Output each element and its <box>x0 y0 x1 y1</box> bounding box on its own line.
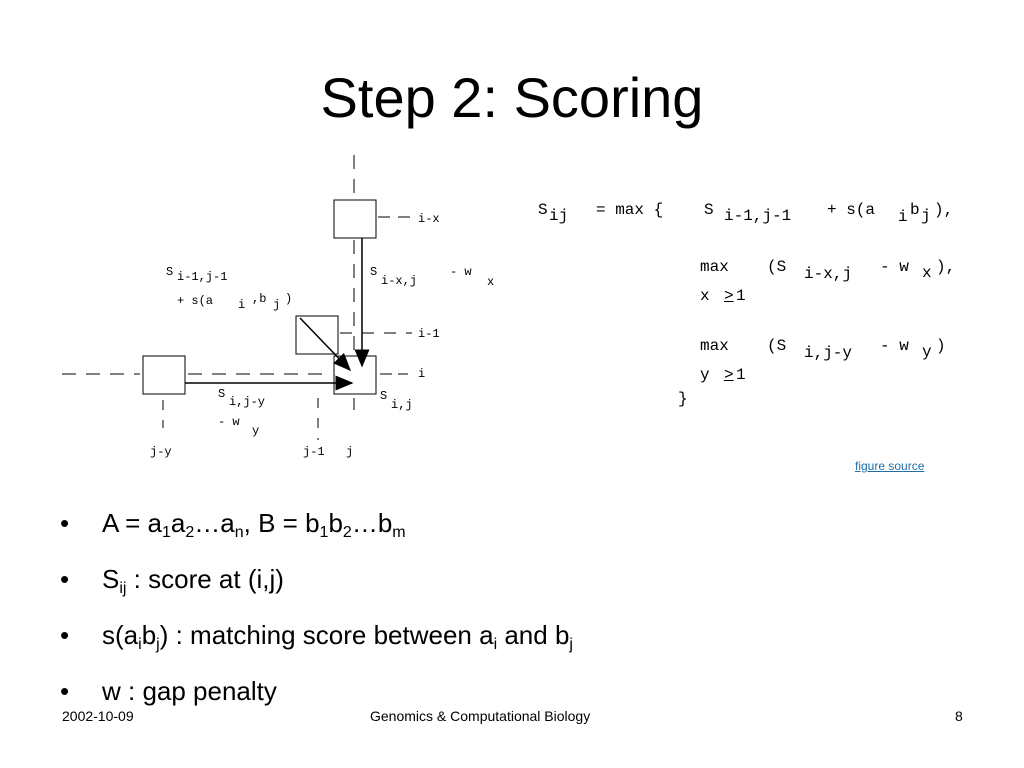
bullet-list: • A = a1a2…an, B = b1b2…bm • Sij : score… <box>60 500 573 714</box>
footer-date: 2002-10-09 <box>62 708 134 724</box>
figure-source-link[interactable]: figure source <box>855 459 925 473</box>
svg-text:,b: ,b <box>252 292 266 306</box>
label-s-up: S <box>370 265 377 279</box>
slide-title: Step 2: Scoring <box>320 66 704 129</box>
label-j-y: j-y <box>150 445 172 459</box>
arrow-diagonal <box>299 317 352 372</box>
bullet-marker: • <box>60 508 70 538</box>
svg-text:i-x,j: i-x,j <box>381 274 417 288</box>
footer-page-number: 8 <box>955 708 963 724</box>
label-i: i <box>418 367 425 381</box>
svg-text:i,j: i,j <box>391 398 413 412</box>
bullet-marker: • <box>60 564 70 594</box>
cell-i-j <box>333 355 377 395</box>
svg-text:i-1,j-1: i-1,j-1 <box>177 270 227 284</box>
label-j-1: j-1 <box>303 445 325 459</box>
dp-grid-diagram: i-x S i-1,j-1 + s(a i ,b j ) S i-x,j - w… <box>62 155 494 459</box>
bullet-matching-score: • s(aibj) : matching score between ai an… <box>60 612 573 668</box>
svg-text:j: j <box>273 298 280 312</box>
cell-i-x <box>333 199 377 239</box>
bullet-marker: • <box>60 676 70 706</box>
bullet-gap-penalty: • w : gap penalty <box>60 668 573 714</box>
label-s-left: S <box>218 387 225 401</box>
svg-text:+ s(a: + s(a <box>177 294 213 308</box>
svg-text:i,j-y: i,j-y <box>229 395 265 409</box>
label-s-ij: S <box>380 389 387 403</box>
bullet-marker: • <box>60 620 70 650</box>
svg-text:- w: - w <box>218 415 240 429</box>
cell-j-y <box>142 355 186 395</box>
svg-text:i: i <box>238 298 245 312</box>
svg-text:y: y <box>252 424 259 438</box>
bullet-sequences: • A = a1a2…an, B = b1b2…bm <box>60 500 573 556</box>
label-i-x: i-x <box>418 212 440 226</box>
label-j: j <box>346 445 353 459</box>
svg-text:x: x <box>487 275 494 289</box>
svg-text:): ) <box>285 292 292 306</box>
footer-course: Genomics & Computational Biology <box>370 708 591 724</box>
label-i-1: i-1 <box>418 327 440 341</box>
label-s-diag: S <box>166 265 173 279</box>
bullet-score: • Sij : score at (i,j) <box>60 556 573 612</box>
svg-text:- w: - w <box>450 265 472 279</box>
